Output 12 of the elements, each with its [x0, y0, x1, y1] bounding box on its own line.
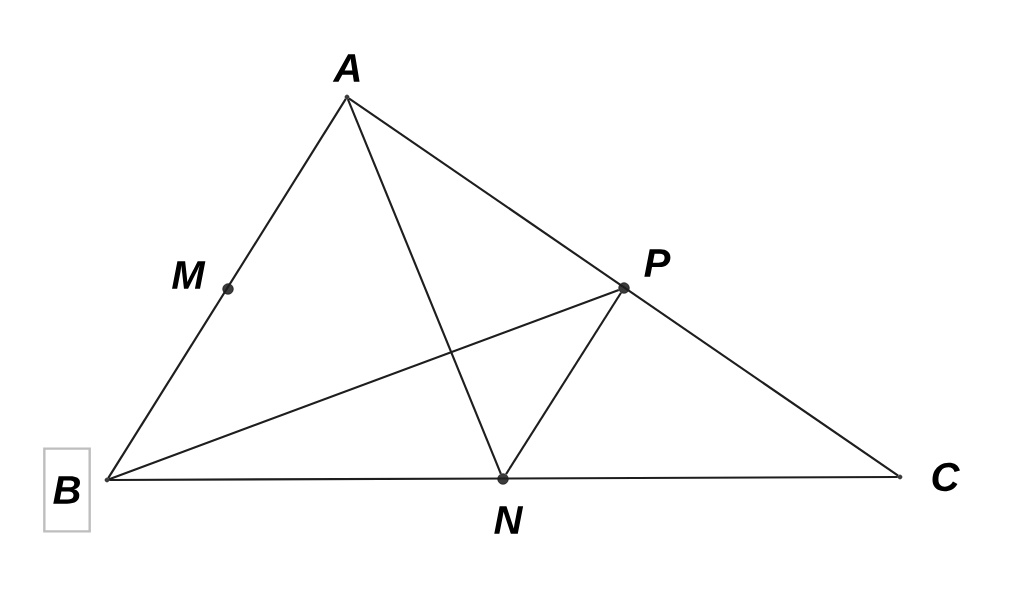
point-label: A — [332, 54, 360, 82]
line-segment — [346, 98, 502, 475]
line-segment — [107, 98, 347, 479]
line-segment — [109, 475, 898, 482]
point-label: M — [172, 261, 206, 289]
point-label: C — [932, 462, 960, 492]
line-segment — [505, 292, 622, 475]
point-label: N — [494, 506, 524, 534]
line-segment — [348, 97, 899, 477]
point-label: P — [644, 249, 671, 277]
point-label: B — [43, 447, 91, 533]
line-segment — [108, 288, 620, 481]
